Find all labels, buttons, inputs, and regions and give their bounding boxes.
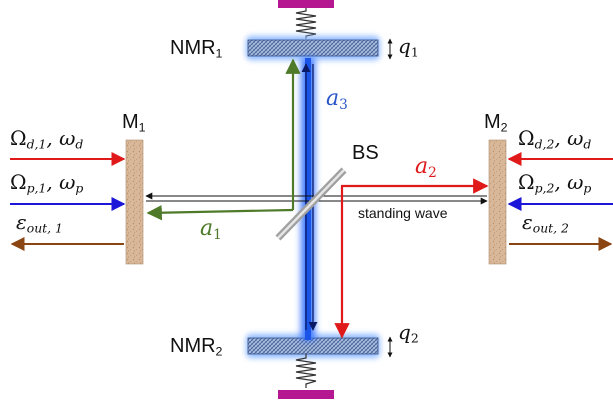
- right-output-label: εout, 2: [522, 212, 613, 235]
- standing-wave-label: standing wave: [358, 205, 448, 221]
- mode-a1-label: a1: [200, 218, 222, 243]
- m1-name: M: [122, 111, 139, 133]
- right-probe-label: Ωp,2, ωp: [518, 172, 613, 195]
- left-probe-tail: , ω: [46, 170, 76, 194]
- right-probe-omega: Ω: [518, 172, 535, 194]
- beam-splitter-highlight: [277, 169, 345, 239]
- right-output-eps: ε: [522, 212, 533, 234]
- m1-label: M1: [122, 112, 146, 134]
- nmr2-sub: 2: [215, 344, 223, 359]
- q1-sym: q: [398, 34, 411, 58]
- left-output-sub: out, 1: [26, 220, 63, 236]
- right-drive-tail-sub: d: [583, 136, 592, 152]
- nmr1-label: NMR1: [170, 38, 222, 60]
- nmr1-name: NMR: [170, 37, 216, 59]
- q2-sym: q: [398, 320, 411, 344]
- nmr1-sub: 1: [215, 46, 223, 61]
- right-probe-sub: p,2: [534, 180, 555, 196]
- a2-sym: a: [415, 154, 429, 179]
- right-output-sub: out, 2: [532, 220, 569, 236]
- beam-a3-core: [305, 58, 311, 340]
- right-probe-tail-sub: p: [583, 180, 592, 196]
- q1-sub: 1: [410, 44, 419, 60]
- left-drive-omega: Ω: [10, 126, 27, 150]
- right-probe-tail: , ω: [554, 172, 584, 194]
- left-drive-label: Ωd,1, ωd: [10, 128, 83, 151]
- nmr2-label: NMR2: [170, 336, 222, 358]
- a2-sub: 2: [428, 165, 437, 182]
- q1-label: q1: [398, 36, 419, 59]
- a3-sym: a: [326, 86, 340, 111]
- q2-label: q2: [398, 322, 419, 345]
- q2-sub: 2: [410, 330, 419, 346]
- path-a1-left-arrow: [146, 205, 294, 221]
- left-probe-label: Ωp,1, ωp: [10, 172, 83, 195]
- a1-sub: 1: [213, 227, 222, 244]
- m2-sub: 2: [500, 120, 508, 135]
- left-probe-omega: Ω: [10, 170, 27, 194]
- right-drive-label: Ωd,2, ωd: [518, 128, 613, 151]
- nmr2-name: NMR: [170, 335, 216, 357]
- nmr1-membrane: [247, 39, 379, 57]
- mode-a2-label: a2: [415, 156, 437, 181]
- m1-sub: 1: [138, 120, 146, 135]
- mirror-m2: [488, 139, 507, 265]
- left-output-label: εout, 1: [16, 212, 63, 235]
- bottom-spring-icon: [295, 354, 317, 388]
- a3-sub: 3: [339, 97, 348, 114]
- left-drive-tail-sub: d: [75, 136, 84, 152]
- right-drive-sub: d,2: [534, 136, 555, 152]
- a1-sym: a: [200, 216, 214, 241]
- right-drive-omega: Ω: [518, 128, 535, 150]
- top-spring-icon: [295, 8, 317, 39]
- left-output-eps: ε: [16, 210, 27, 234]
- mirror-m1: [125, 139, 144, 265]
- top-anchor-plate: [278, 0, 334, 8]
- left-probe-tail-sub: p: [75, 180, 84, 196]
- m2-label: M2: [484, 112, 508, 134]
- left-probe-sub: p,1: [26, 180, 47, 196]
- right-drive-tail: , ω: [554, 128, 584, 150]
- m2-name: M: [484, 111, 501, 133]
- left-drive-tail: , ω: [46, 126, 76, 150]
- bs-label: BS: [352, 142, 379, 164]
- bottom-anchor-plate: [278, 390, 334, 399]
- left-drive-sub: d,1: [26, 136, 47, 152]
- mode-a3-label: a3: [326, 88, 348, 113]
- nmr2-membrane: [247, 337, 379, 355]
